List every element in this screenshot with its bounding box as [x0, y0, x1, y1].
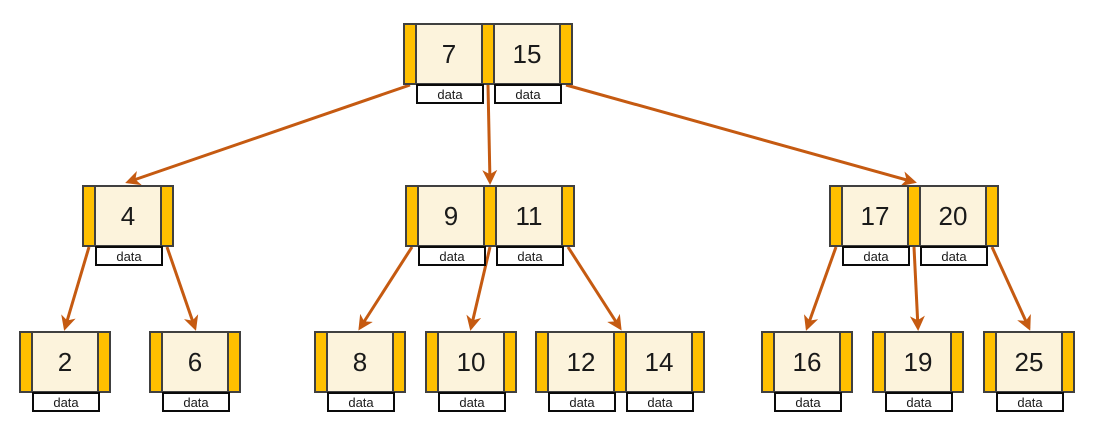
edge-arrow-n9-11-to-n12-14 [566, 246, 622, 331]
key-row: 6 [149, 331, 241, 393]
key-cell: 8 [326, 331, 394, 393]
data-box: data [842, 246, 910, 266]
key-cell: 10 [437, 331, 505, 393]
pointer-bar [985, 185, 999, 247]
pointer-bar [839, 331, 853, 393]
data-box: data [438, 392, 506, 412]
data-box: data [494, 84, 562, 104]
pointer-bar [227, 331, 241, 393]
key-cell: 4 [94, 185, 162, 247]
key-cell: 11 [495, 185, 563, 247]
key-cell: 9 [417, 185, 485, 247]
data-row: data data [405, 246, 575, 266]
pointer-bar [950, 331, 964, 393]
data-row: data data [403, 84, 573, 104]
data-row: data [82, 246, 174, 266]
data-row: data [872, 392, 964, 412]
key-row: 25 [983, 331, 1075, 393]
data-box: data [626, 392, 694, 412]
edge-arrow-root-to-n4 [125, 83, 411, 186]
key-cell: 12 [547, 331, 615, 393]
key-cell: 19 [884, 331, 952, 393]
data-row: data [19, 392, 111, 412]
data-row: data data [535, 392, 705, 412]
pointer-bar [97, 331, 111, 393]
key-cell: 2 [31, 331, 99, 393]
pointer-bar [561, 185, 575, 247]
key-cell: 15 [493, 23, 561, 85]
key-row: 4 [82, 185, 174, 247]
data-row: data [425, 392, 517, 412]
data-box: data [162, 392, 230, 412]
data-box: data [996, 392, 1064, 412]
pointer-bar [503, 331, 517, 393]
key-row: 16 [761, 331, 853, 393]
data-box: data [418, 246, 486, 266]
key-row: 8 [314, 331, 406, 393]
key-row: 10 [425, 331, 517, 393]
key-cell: 20 [919, 185, 987, 247]
data-box: data [548, 392, 616, 412]
key-row: 2 [19, 331, 111, 393]
key-cell: 25 [995, 331, 1063, 393]
pointer-bar [1061, 331, 1075, 393]
data-box: data [885, 392, 953, 412]
data-box: data [32, 392, 100, 412]
pointer-bar [691, 331, 705, 393]
data-box: data [774, 392, 842, 412]
data-box: data [95, 246, 163, 266]
data-box: data [920, 246, 988, 266]
pointer-bar [392, 331, 406, 393]
key-cell: 6 [161, 331, 229, 393]
key-cell: 16 [773, 331, 841, 393]
data-box: data [496, 246, 564, 266]
data-row: data [149, 392, 241, 412]
key-cell: 17 [841, 185, 909, 247]
data-box: data [416, 84, 484, 104]
data-box: data [327, 392, 395, 412]
data-row: data data [829, 246, 999, 266]
data-row: data [761, 392, 853, 412]
key-cell: 14 [625, 331, 693, 393]
key-cell: 7 [415, 23, 483, 85]
data-row: data [314, 392, 406, 412]
key-row: 19 [872, 331, 964, 393]
edge-arrow-root-to-n17-20 [565, 83, 917, 187]
pointer-bar [160, 185, 174, 247]
data-row: data [983, 392, 1075, 412]
pointer-bar [559, 23, 573, 85]
